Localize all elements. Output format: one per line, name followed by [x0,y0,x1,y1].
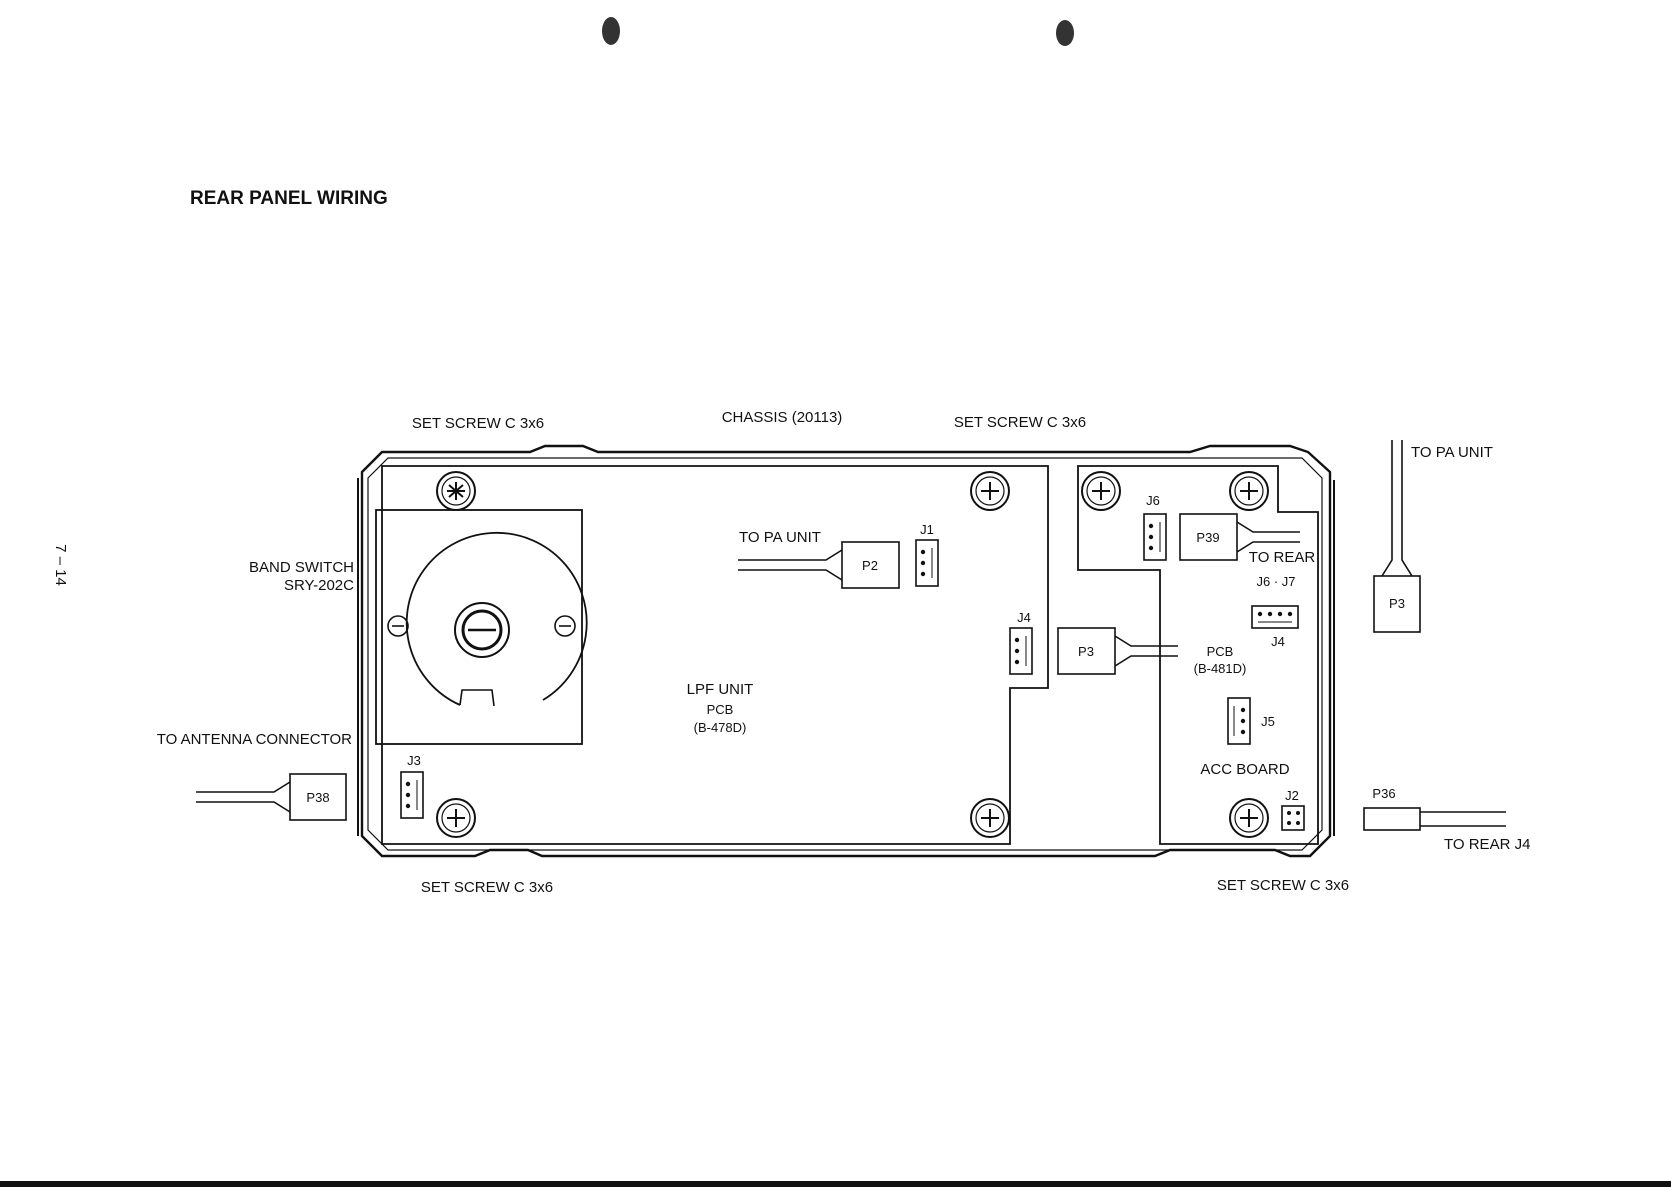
to-rear-j4-label: TO REAR J4 [1444,836,1530,853]
band-switch-model-label: SRY-202C [284,577,354,594]
to-pa-unit-center-label: TO PA UNIT [739,529,821,546]
p38-label: P38 [306,790,329,805]
lpf-pcb-label: PCB [707,702,734,717]
band-switch-label: BAND SWITCH [249,559,354,576]
p2-plug: P2 [738,542,899,588]
screw-1 [437,472,475,510]
to-rear-label: TO REAR [1249,549,1316,566]
lpf-pcb-outline [382,466,1048,844]
j4-lpf-header [1010,628,1032,674]
p39-label: P39 [1196,530,1219,545]
screw-5 [437,799,475,837]
p3-center-label: P3 [1078,644,1094,659]
j4-lpf-label: J4 [1017,610,1031,625]
screw-7 [1230,799,1268,837]
j4-acc-label: J4 [1271,634,1285,649]
p2-label: P2 [862,558,878,573]
binder-hole-right [1056,20,1074,46]
page-title: REAR PANEL WIRING [190,188,388,209]
acc-pcb-label: PCB [1207,644,1234,659]
to-pa-unit-right-label: TO PA UNIT [1411,444,1493,461]
j6-label: J6 [1146,493,1160,508]
acc-board-label: ACC BOARD [1200,761,1289,778]
j3-header [401,772,423,818]
j6-header [1144,514,1166,560]
p3-right-plug: P3 [1374,440,1420,632]
j4-acc-header [1252,606,1298,628]
to-antenna-connector-label: TO ANTENNA CONNECTOR [157,731,352,748]
j1-header [916,540,938,586]
j1-label: J1 [920,522,934,537]
p36-label: P36 [1372,786,1395,801]
page-number: 7 – 14 [52,544,69,586]
j3-label: J3 [407,753,421,768]
j2-header [1282,806,1304,830]
set-screw-bottom-right-label: SET SCREW C 3x6 [1217,877,1349,894]
p3-right-label: P3 [1389,596,1405,611]
set-screw-bottom-left-label: SET SCREW C 3x6 [421,879,553,896]
band-switch [376,510,587,744]
screw-6 [971,799,1009,837]
chassis [358,446,1334,856]
to-rear-jacks-label: J6 · J7 [1256,574,1295,589]
j5-label: J5 [1261,714,1275,729]
acc-pcb-number-label: (B-481D) [1194,661,1247,676]
screw-4 [1230,472,1268,510]
set-screw-top-left-label: SET SCREW C 3x6 [412,415,544,432]
j5-header [1228,698,1250,744]
screw-3 [1082,472,1120,510]
binder-holes [602,17,1074,46]
lpf-pcb-number-label: (B-478D) [694,720,747,735]
chassis-label: CHASSIS (20113) [722,409,843,426]
p38-plug: P38 [196,774,346,820]
binder-hole-left [602,17,620,45]
p36-plug [1364,808,1506,830]
j2-label: J2 [1285,788,1299,803]
set-screw-top-right-label: SET SCREW C 3x6 [954,414,1086,431]
lpf-unit-label: LPF UNIT [687,681,754,698]
page-bottom-border [0,1181,1671,1187]
screw-2 [971,472,1009,510]
